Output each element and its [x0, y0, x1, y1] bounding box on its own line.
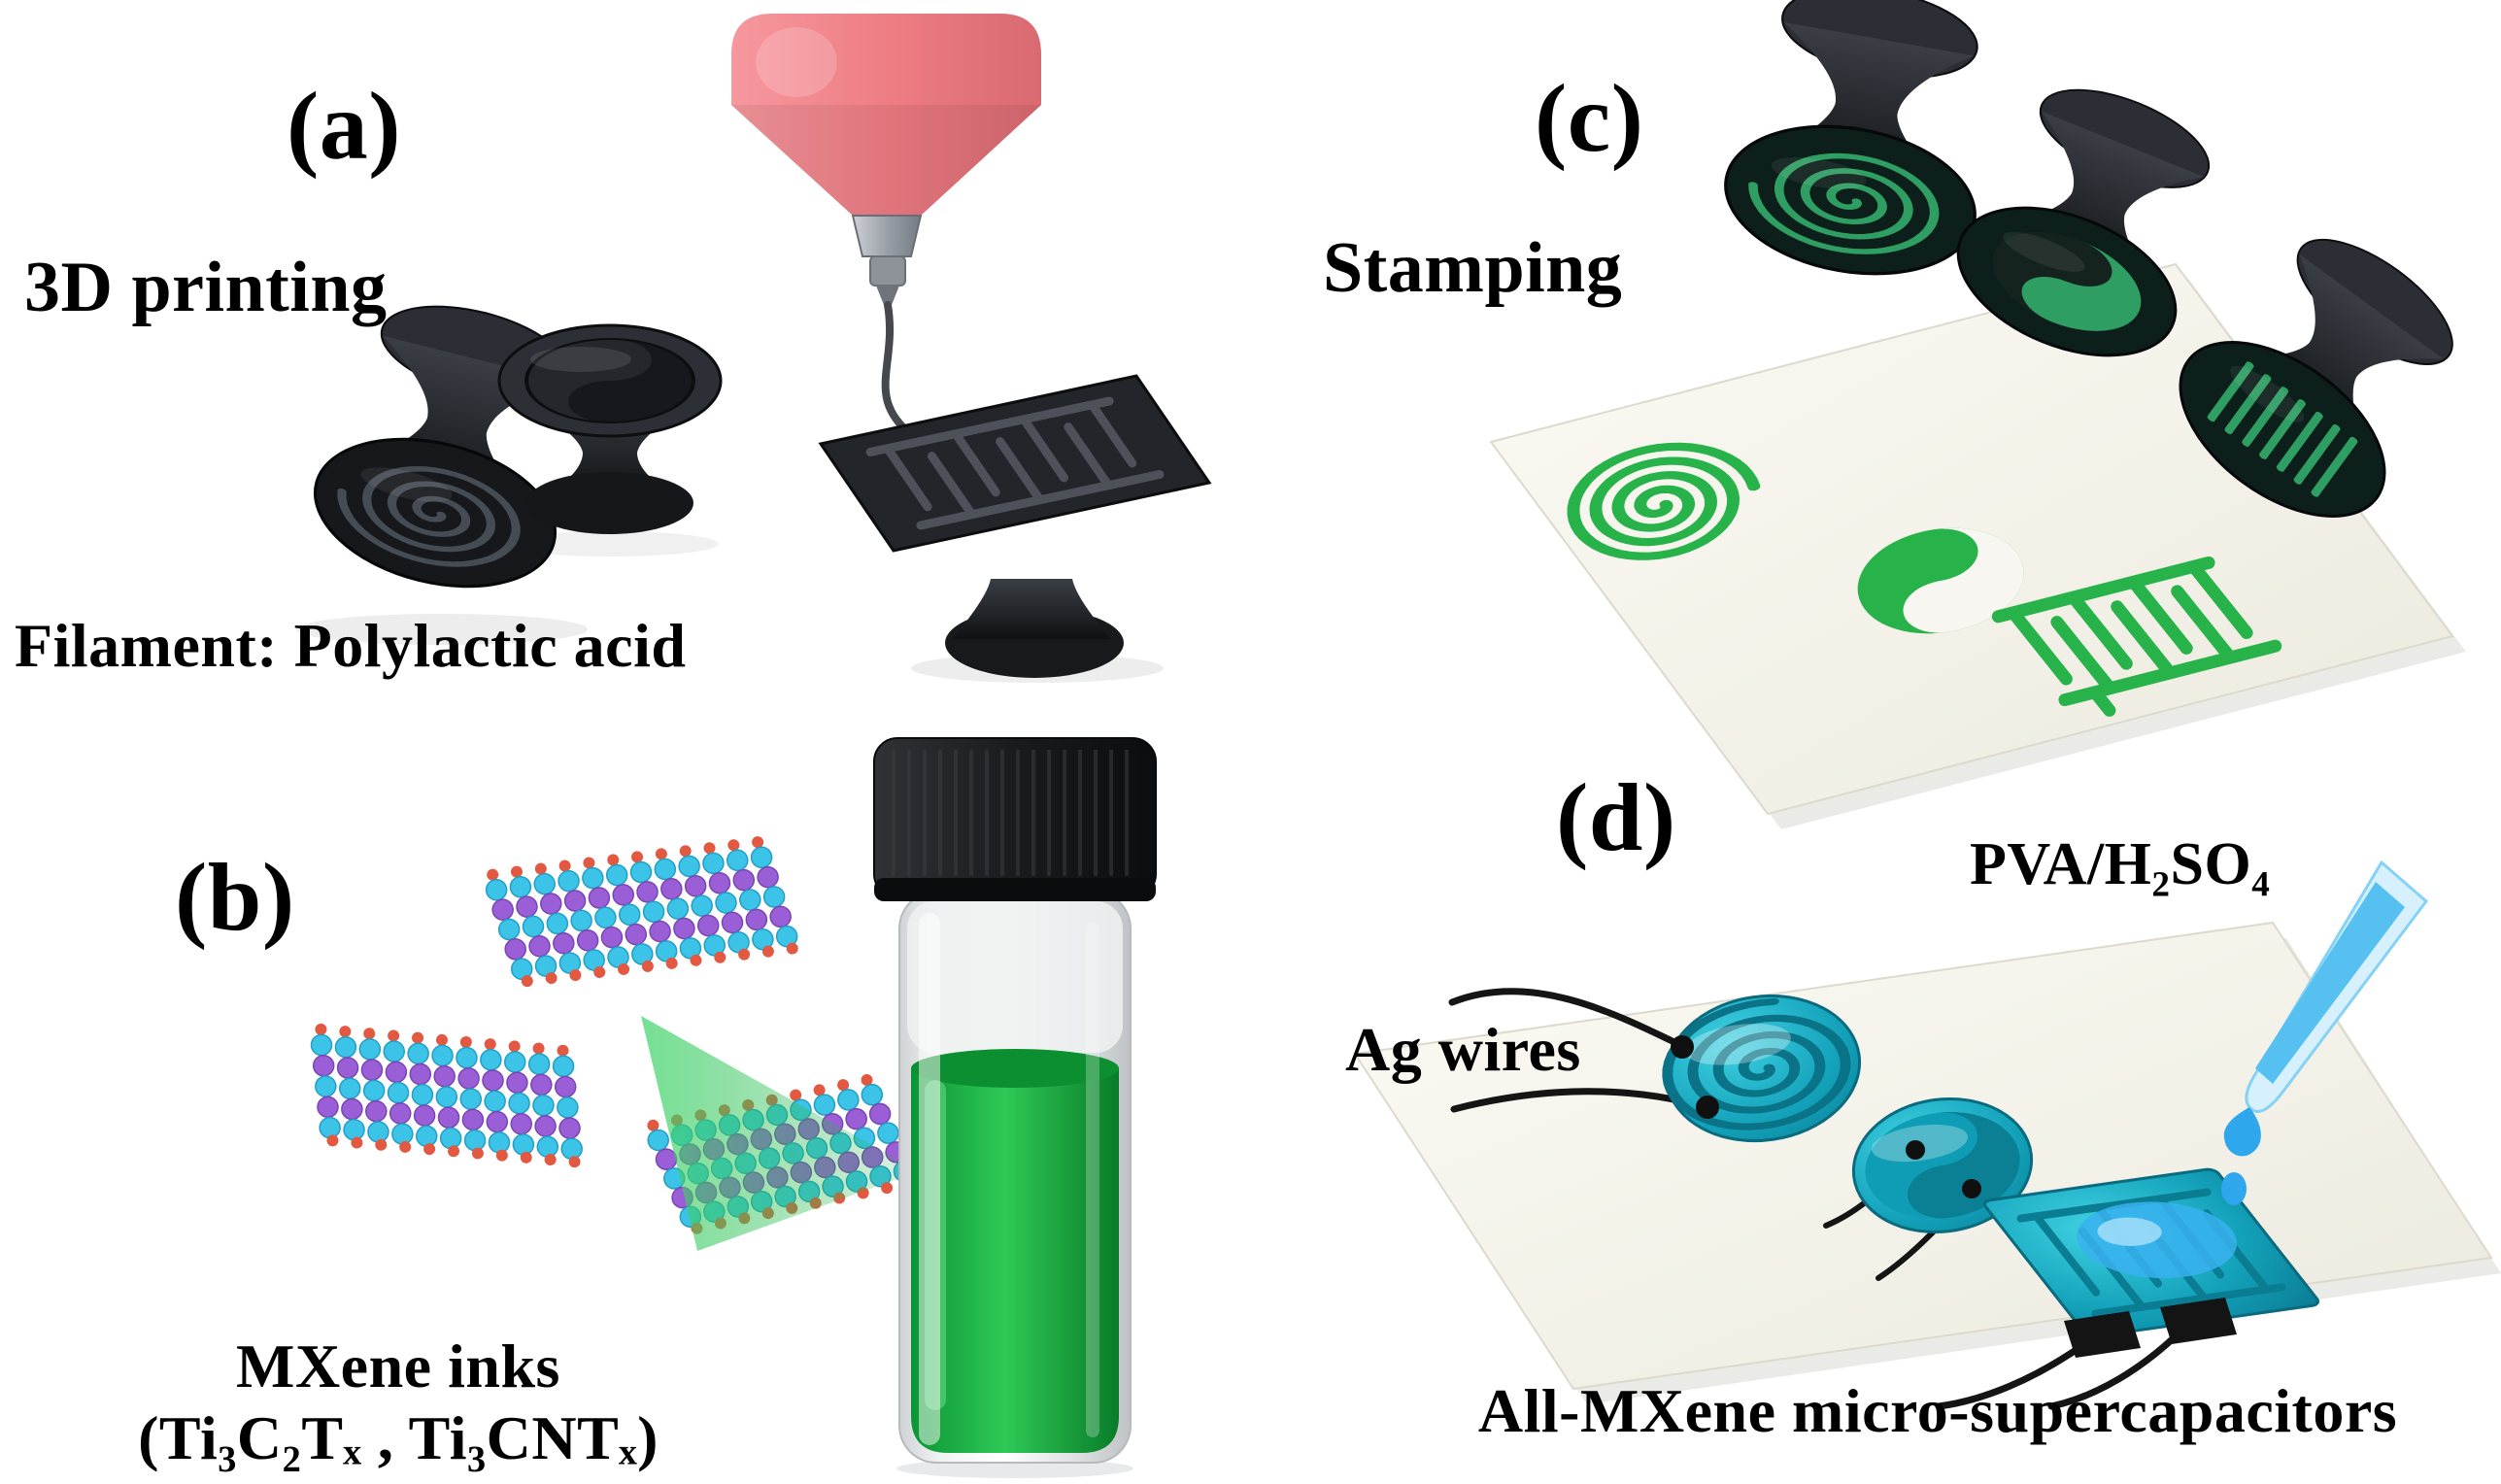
ink-beam: [641, 1016, 919, 1251]
panel-b-caption-line2: (Ti₃C₂Tₓ , Ti₃CNTₓ): [138, 1403, 659, 1472]
wire-contact: [1906, 1140, 1925, 1160]
inked-stamp-lines: [2179, 238, 2453, 518]
green-spiral-pattern: [1567, 442, 1761, 560]
green-interdigitated-pattern: [1998, 562, 2289, 718]
wire-contact: [1696, 1096, 1719, 1119]
mxene-flake: [485, 836, 798, 988]
mxene-ink-vial: [873, 737, 1157, 1478]
electrolyte-label: PVA/H₂SO₄: [1970, 831, 2271, 897]
printer-nozzle: [851, 215, 923, 305]
panel-b-caption-line1: MXene inks: [236, 1332, 560, 1400]
pla-stamp-yinyang: [497, 323, 723, 534]
printed-electrode-plate: [821, 376, 1209, 678]
mxene-flake: [310, 1023, 583, 1168]
electrolyte-drop: [2223, 1107, 2261, 1157]
green-ink: [911, 1068, 1119, 1453]
panel-a-caption: Filament: Polylactic acid: [15, 611, 687, 680]
msc-yinyang-device: [1851, 1096, 2034, 1234]
electrolyte-drop: [2221, 1172, 2247, 1205]
panel-c-title: Stamping: [1323, 228, 1623, 308]
panel-d-caption: All-MXene micro-supercapacitors: [1477, 1376, 2398, 1445]
pipette: [2221, 860, 2429, 1205]
inked-stamps: [1724, 0, 2453, 518]
electrode-pad: [2064, 1311, 2141, 1358]
shadow: [296, 614, 588, 645]
printer-hopper: [731, 14, 1041, 216]
panel-c-label: (c): [1535, 64, 1644, 172]
wire-contact: [1671, 1035, 1694, 1059]
ag-wire: [1448, 988, 1684, 1049]
green-yinyang-pattern: [1857, 527, 2024, 634]
electrode-pad: [2160, 1298, 2237, 1344]
wire-contact: [1962, 1179, 1981, 1198]
panel-a-label: (a): [287, 72, 402, 180]
panel-d-label: (d): [1556, 763, 1676, 871]
ag-wire: [1935, 1340, 2088, 1410]
panel-b-label: (b): [175, 843, 295, 951]
ag-wire: [2047, 1327, 2185, 1410]
inked-stamp-yinyang: [1956, 88, 2211, 357]
panel-a-title: 3D printing: [24, 248, 388, 327]
vial-cap: [873, 737, 1157, 898]
ag-wires-label: Ag wires: [1345, 1015, 1581, 1084]
